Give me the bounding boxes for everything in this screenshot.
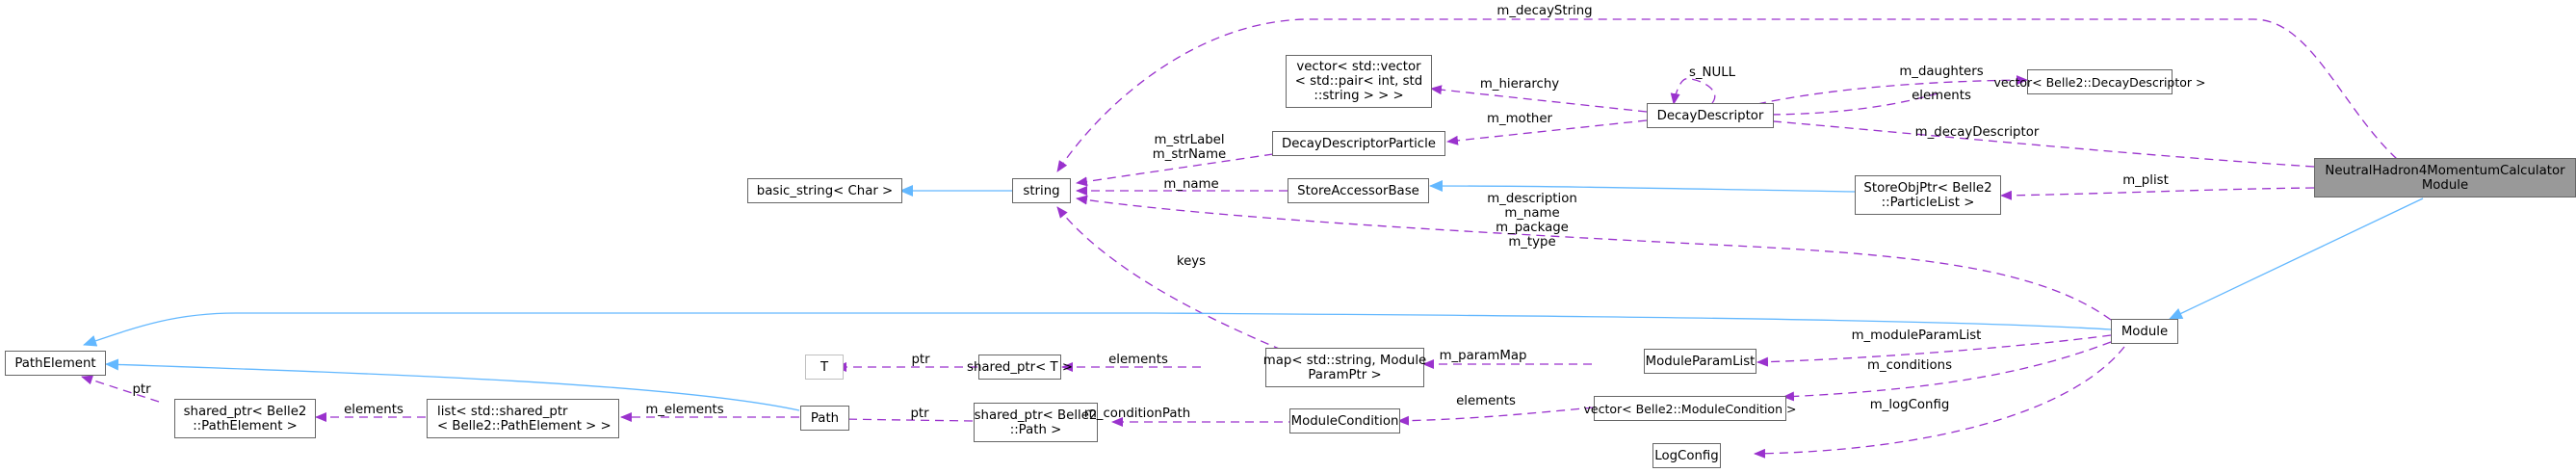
node-vector-module-condition[interactable]: vector< Belle2::ModuleCondition > bbox=[1584, 396, 1796, 421]
node-decay-descriptor[interactable]: DecayDescriptor bbox=[1647, 103, 1774, 128]
node-module[interactable]: Module bbox=[2111, 319, 2178, 344]
node-module-param-list[interactable]: ModuleParamList bbox=[1644, 349, 1756, 374]
node-vector-hierarchy[interactable]: vector< std::vector < std::pair< int, st… bbox=[1286, 55, 1432, 108]
node-focus-class[interactable]: NeutralHadron4MomentumCalculator Module bbox=[2314, 158, 2576, 197]
label-ptr-pathelement: ptr bbox=[132, 382, 151, 397]
label-m-name: m_name bbox=[1163, 177, 1219, 192]
label-m-mother: m_mother bbox=[1487, 112, 1552, 126]
node-shared-ptr-path-element[interactable]: shared_ptr< Belle2 ::PathElement > bbox=[174, 399, 316, 438]
label-ptr-path: ptr bbox=[910, 407, 929, 421]
edge-elements-condition bbox=[1397, 407, 1595, 426]
node-store-obj-ptr[interactable]: StoreObjPtr< Belle2 ::ParticleList > bbox=[1855, 175, 2001, 215]
label-m-elements: m_elements bbox=[645, 403, 724, 417]
node-path-element[interactable]: PathElement bbox=[5, 351, 106, 376]
label-m-decaydescriptor: m_decayDescriptor bbox=[1914, 125, 2040, 140]
label-m-decaystring: m_decayString bbox=[1496, 4, 1593, 18]
node-shared-ptr-path[interactable]: shared_ptr< Belle2 ::Path > bbox=[974, 403, 1098, 442]
label-keys: keys bbox=[1176, 254, 1207, 269]
label-m-plist: m_plist bbox=[2122, 173, 2169, 188]
label-m-strlabel-strname: m_strLabel m_strName bbox=[1152, 133, 1227, 162]
edge-m-strlabel bbox=[1076, 153, 1274, 187]
label-m-conditionpath: m_conditionPath bbox=[1083, 407, 1191, 421]
edge-keys bbox=[1056, 206, 1296, 356]
node-map-param[interactable]: map< std::string, Module ParamPtr > bbox=[1263, 348, 1426, 387]
edge-m-logconfig bbox=[1754, 346, 2125, 459]
edge-m-mother bbox=[1446, 119, 1648, 145]
edge-m-plist bbox=[2000, 187, 2315, 200]
node-log-config[interactable]: LogConfig bbox=[1652, 443, 1721, 468]
label-m-logconfig: m_logConfig bbox=[1869, 398, 1950, 412]
label-m-daughters: m_daughters bbox=[1899, 65, 1984, 79]
edge-m-conditions bbox=[1782, 341, 2112, 402]
node-list-shared-ptr[interactable]: list< std::shared_ptr < Belle2::PathElem… bbox=[427, 399, 619, 438]
edge-ptr-path bbox=[837, 414, 974, 425]
edge-m-decaydescriptor bbox=[1761, 116, 2315, 168]
node-vector-decay-descriptor[interactable]: vector< Belle2::DecayDescriptor > bbox=[1994, 69, 2206, 94]
edge-inherit-path-pathelement bbox=[105, 358, 800, 411]
node-shared-ptr-t[interactable]: shared_ptr< T > bbox=[967, 355, 1073, 380]
edge-m-hierarchy bbox=[1430, 85, 1648, 113]
label-elements-decay: elements bbox=[1912, 89, 1971, 103]
edge-module-strings bbox=[1076, 195, 2112, 321]
node-module-condition[interactable]: ModuleCondition bbox=[1289, 408, 1400, 434]
node-t[interactable]: T bbox=[805, 355, 844, 380]
node-basic-string[interactable]: basic_string< Char > bbox=[747, 178, 902, 203]
node-decay-descriptor-particle[interactable]: DecayDescriptorParticle bbox=[1272, 131, 1445, 156]
label-m-hierarchy: m_hierarchy bbox=[1479, 77, 1560, 92]
label-elements-condition: elements bbox=[1456, 394, 1516, 408]
edge-m-daughters bbox=[1756, 75, 2028, 105]
edge-m-moduleparamlist bbox=[1756, 334, 2112, 367]
label-s-null: s_NULL bbox=[1688, 66, 1736, 80]
label-m-parammap: m_paramMap bbox=[1439, 349, 1527, 363]
node-path[interactable]: Path bbox=[800, 406, 849, 431]
edge-inherit-module bbox=[2169, 197, 2424, 320]
edge-m-decaystring bbox=[1056, 18, 2398, 172]
edge-s-null bbox=[1670, 78, 1716, 105]
label-elements-map: elements bbox=[1108, 353, 1168, 367]
edge-inherit-module-pathelement bbox=[83, 312, 2112, 347]
label-module-strings: m_description m_name m_package m_type bbox=[1487, 192, 1577, 250]
label-elements-list: elements bbox=[344, 403, 403, 417]
node-string[interactable]: string bbox=[1012, 178, 1071, 203]
label-m-moduleparamlist: m_moduleParamList bbox=[1851, 328, 1982, 343]
label-m-conditions: m_conditions bbox=[1866, 358, 1953, 373]
edge-elements-decay bbox=[1761, 92, 1939, 119]
label-ptr-t: ptr bbox=[911, 353, 930, 367]
edge-inherit-store-accessor bbox=[1429, 180, 1856, 193]
node-store-accessor-base[interactable]: StoreAccessorBase bbox=[1288, 178, 1429, 203]
